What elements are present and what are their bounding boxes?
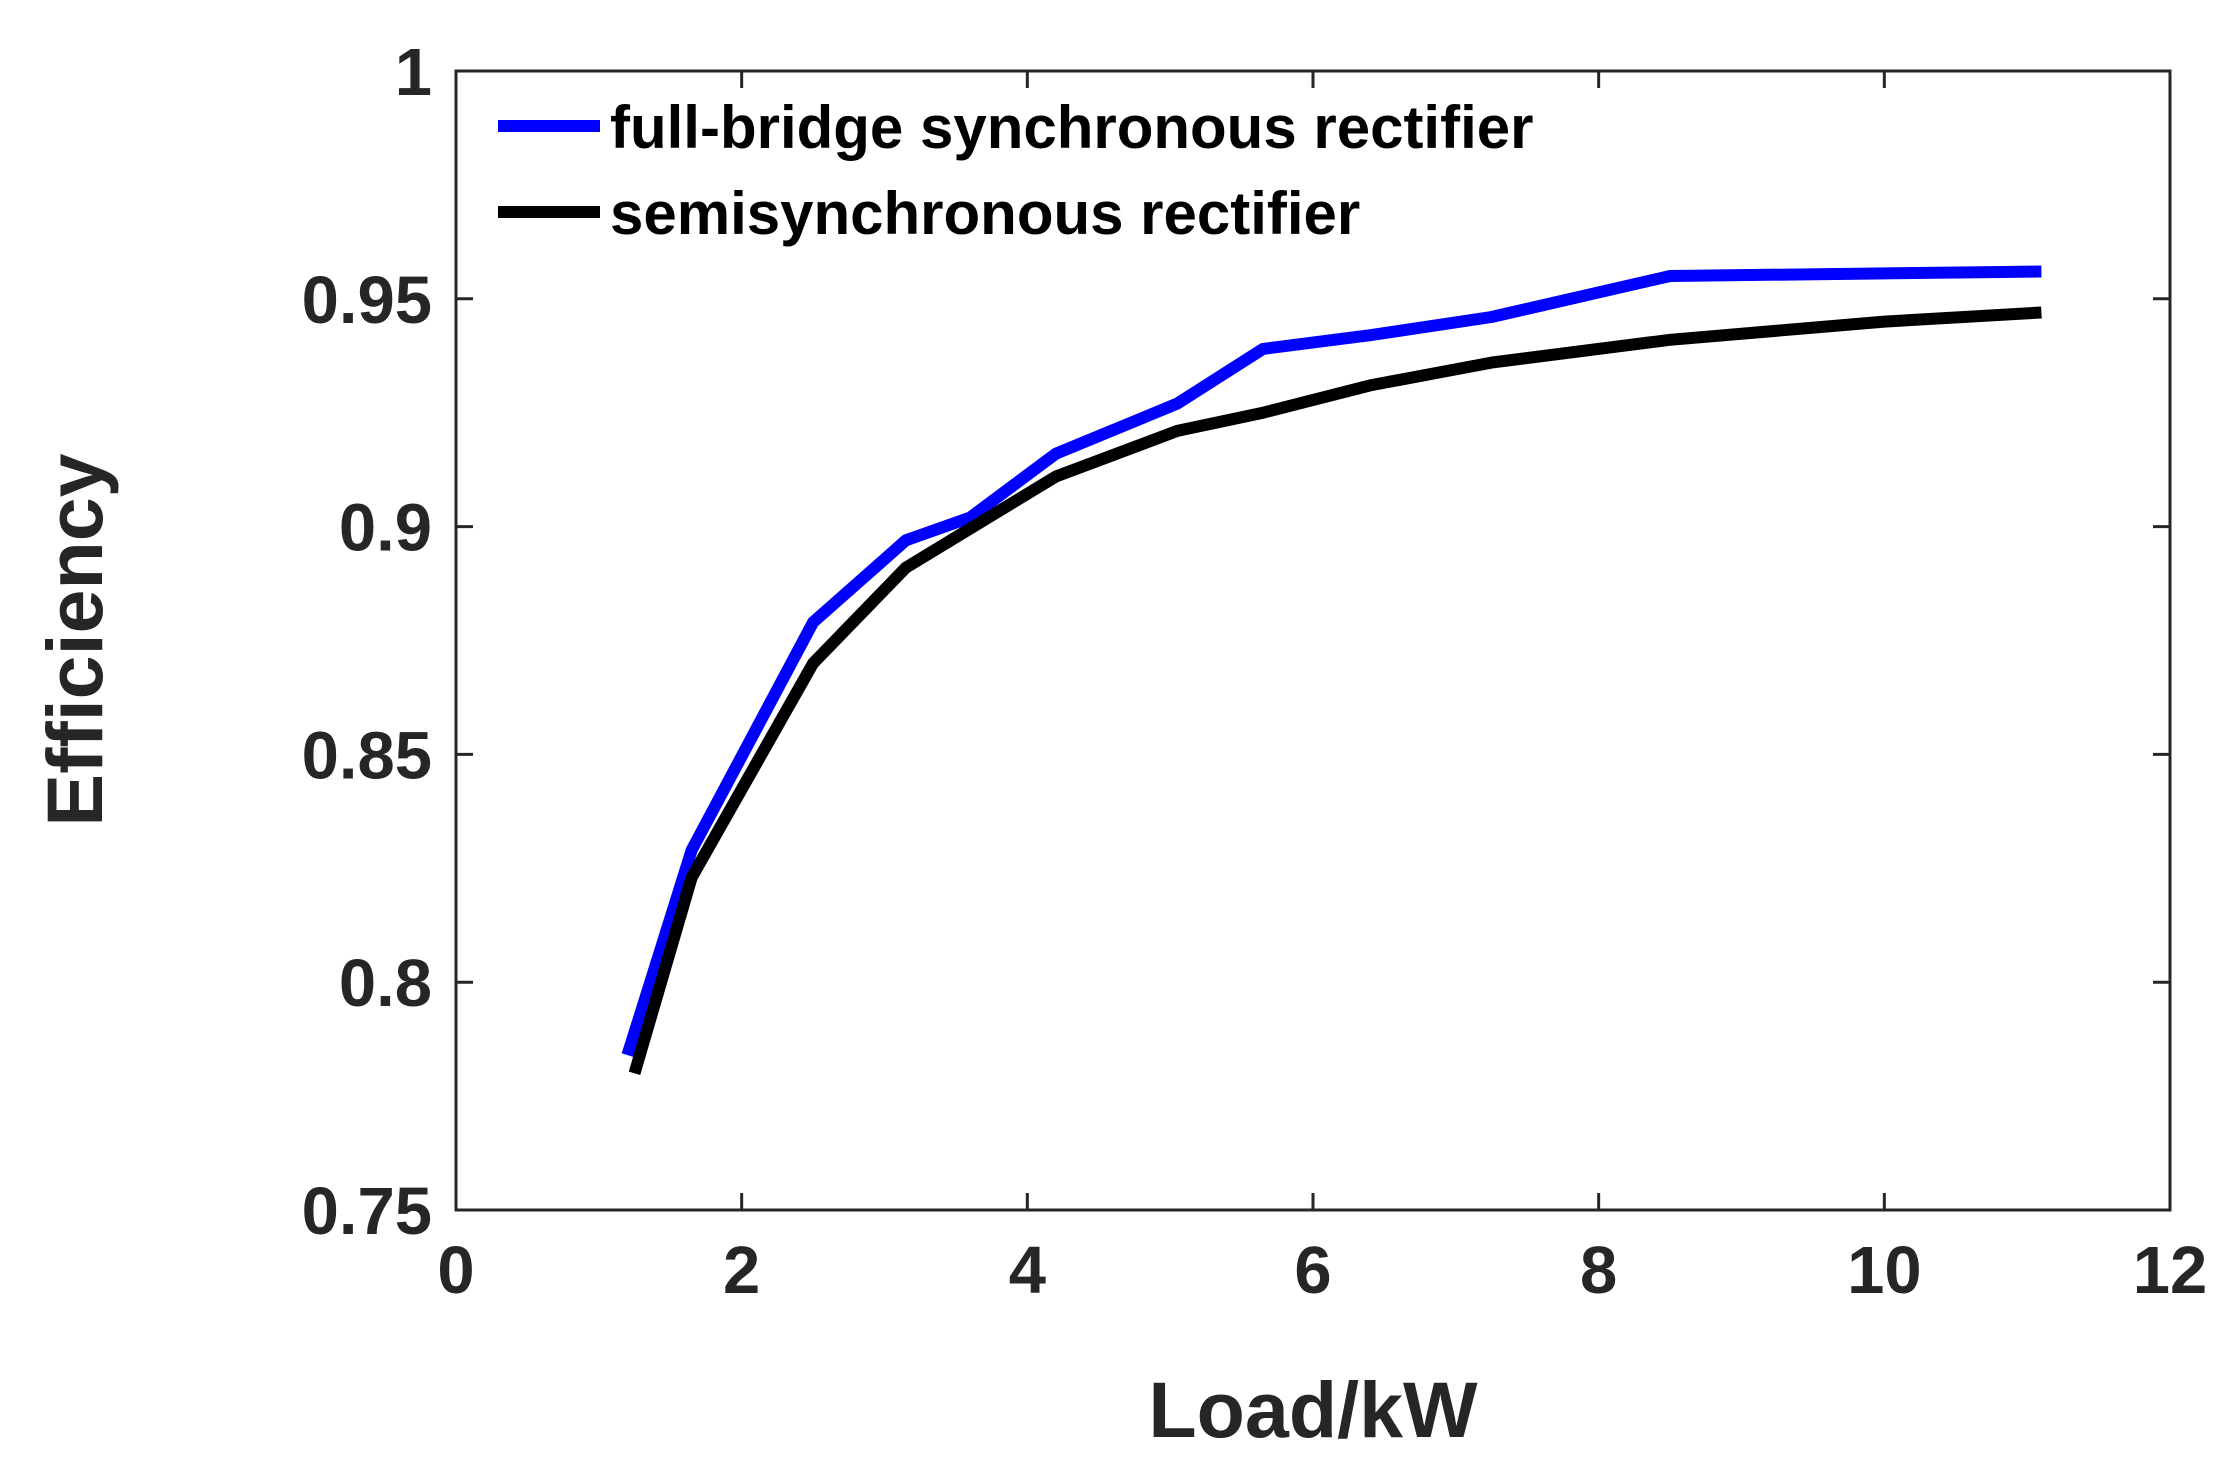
x-tick-label: 8 (1580, 1233, 1617, 1308)
x-tick-label: 10 (1847, 1233, 1922, 1308)
y-tick-label: 1 (395, 35, 432, 110)
y-tick-label: 0.95 (302, 263, 432, 338)
legend: full-bridge synchronous rectifier semisyn… (498, 94, 1533, 247)
y-tick-label: 0.75 (302, 1174, 432, 1249)
y-tick-label: 0.85 (302, 718, 432, 793)
y-axis-label: Efficiency (30, 453, 119, 826)
legend-label-1: full-bridge synchronous rectifier (610, 94, 1533, 161)
series-layer (621, 265, 2042, 1075)
x-axis-label: Load/kW (1148, 1365, 1478, 1454)
x-tick-label: 4 (1009, 1233, 1046, 1308)
y-tick-label: 0.8 (339, 946, 432, 1021)
plot-area-frame (454, 69, 2172, 1212)
series-line-1 (621, 265, 2042, 1057)
legend-label-2: semisynchronous rectifier (610, 180, 1360, 247)
x-tick-label: 6 (1294, 1233, 1331, 1308)
x-tick-label: 2 (723, 1233, 760, 1308)
x-tick-label: 12 (2133, 1233, 2208, 1308)
y-tick-label: 0.9 (339, 491, 432, 566)
series-line-2 (628, 306, 2042, 1075)
x-tick-label: 0 (437, 1233, 474, 1308)
tick-labels: 0 2 4 6 8 10 12 0.75 0.8 0.85 0.9 0.95 1 (302, 35, 2208, 1308)
